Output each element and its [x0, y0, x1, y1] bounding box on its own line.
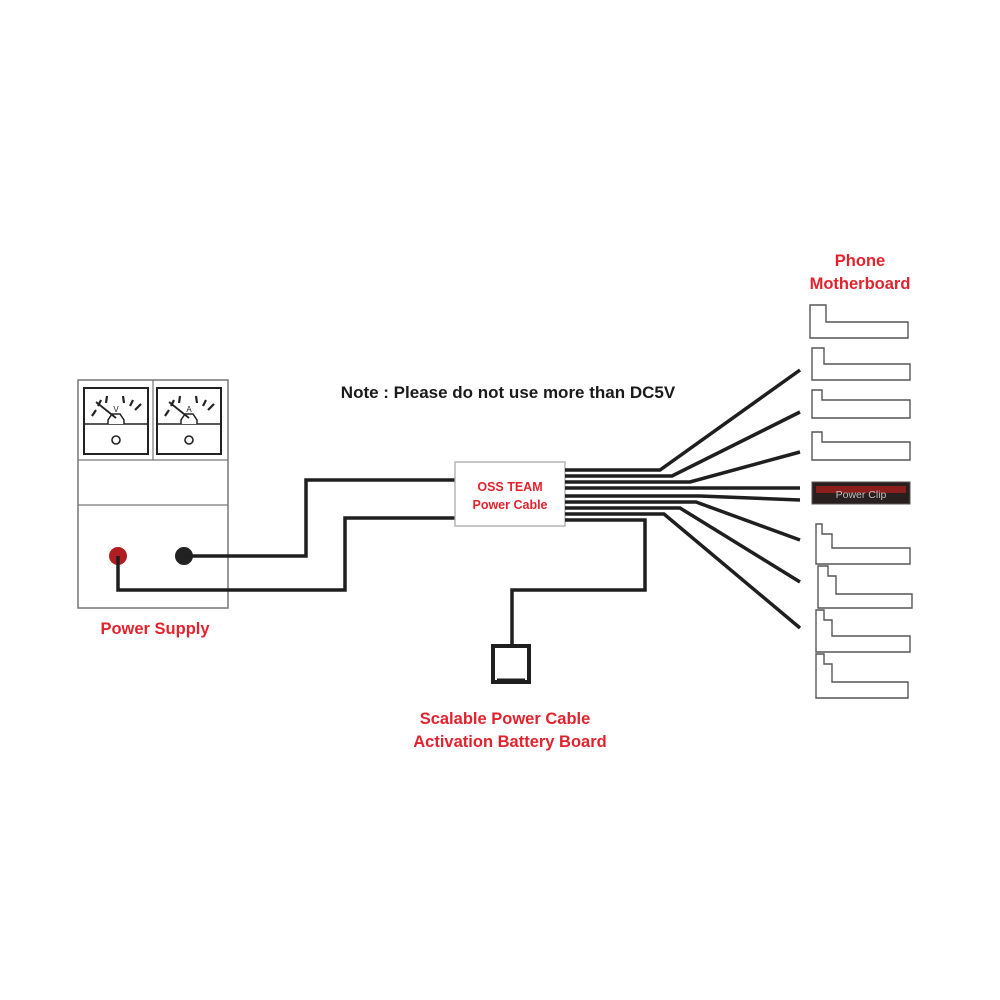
- voltmeter-gauge: V: [83, 387, 149, 455]
- ammeter-unit: A: [186, 405, 192, 414]
- fanout-wires: [510, 368, 802, 648]
- battery-board-label-line1: Scalable Power Cable: [420, 710, 591, 728]
- oss-power-cable-box: OSS TEAM Power Cable: [454, 461, 566, 527]
- voltmeter-unit: V: [113, 405, 119, 414]
- activation-battery-board: [491, 644, 531, 684]
- black-lead-wire: [184, 478, 455, 558]
- cable-box-subtitle: Power Cable: [472, 498, 547, 512]
- ammeter-gauge: A: [156, 387, 222, 455]
- phone-motherboard-connectors: Power Clip: [809, 304, 913, 699]
- phone-label-line2: Motherboard: [810, 275, 911, 293]
- power-supply: V A: [77, 379, 229, 609]
- red-lead-wire: [116, 516, 455, 592]
- power-clip-label: Power Clip: [836, 489, 887, 501]
- power-clip: Power Clip: [811, 481, 911, 505]
- cable-box-title: OSS TEAM: [477, 480, 542, 494]
- voltage-note: Note : Please do not use more than DC5V: [341, 383, 676, 402]
- phone-label-line1: Phone: [835, 252, 885, 270]
- power-supply-label: Power Supply: [100, 620, 210, 638]
- battery-board-label-line2: Activation Battery Board: [413, 733, 606, 751]
